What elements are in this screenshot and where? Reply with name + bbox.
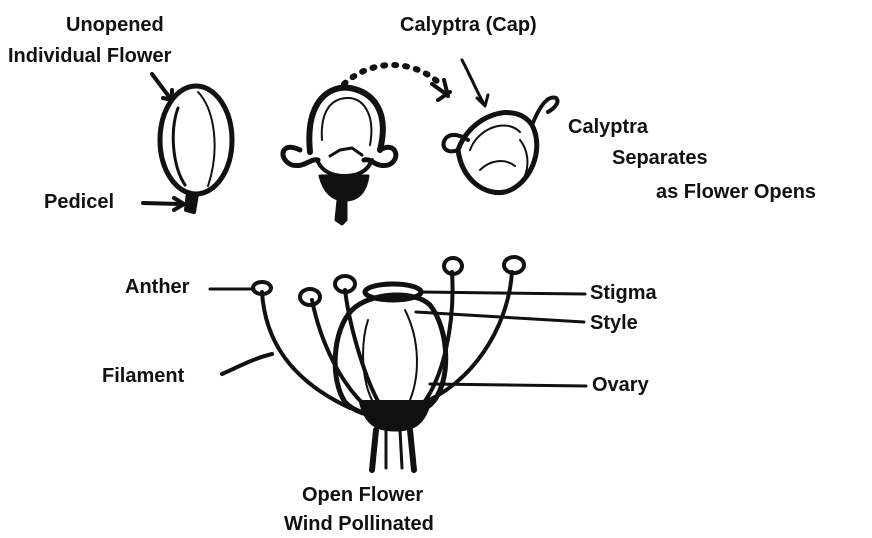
label-calyptra-cap: Calyptra (Cap) [400, 15, 537, 35]
label-anther: Anther [125, 277, 189, 297]
unopened-arrow [152, 74, 170, 98]
pedicel-arrow [143, 203, 180, 204]
label-unopened-line2: Individual Flower [8, 46, 171, 66]
separated-calyptra-drawing [443, 97, 557, 192]
unopened-bud-drawing [160, 86, 232, 212]
label-style: Style [590, 313, 638, 333]
label-stigma: Stigma [590, 283, 657, 303]
label-pedicel: Pedicel [44, 192, 114, 212]
caption-line2: Wind Pollinated [284, 514, 434, 534]
opening-flower-drawing [283, 88, 396, 224]
label-unopened-line1: Unopened [66, 15, 164, 35]
calyptra-cap-arrow [462, 60, 484, 104]
open-flower-drawing [253, 257, 524, 470]
stigma-leader [420, 292, 585, 294]
caption-line1: Open Flower [302, 485, 423, 505]
label-calyptra-sep-line1: Calyptra [568, 117, 648, 137]
label-filament: Filament [102, 366, 184, 386]
label-calyptra-sep-line3: as Flower Opens [656, 182, 816, 202]
label-ovary: Ovary [592, 375, 649, 395]
ovary-leader [430, 384, 586, 386]
filament-leader [222, 354, 272, 374]
label-calyptra-sep-line2: Separates [612, 148, 708, 168]
dotted-arc [344, 65, 438, 84]
